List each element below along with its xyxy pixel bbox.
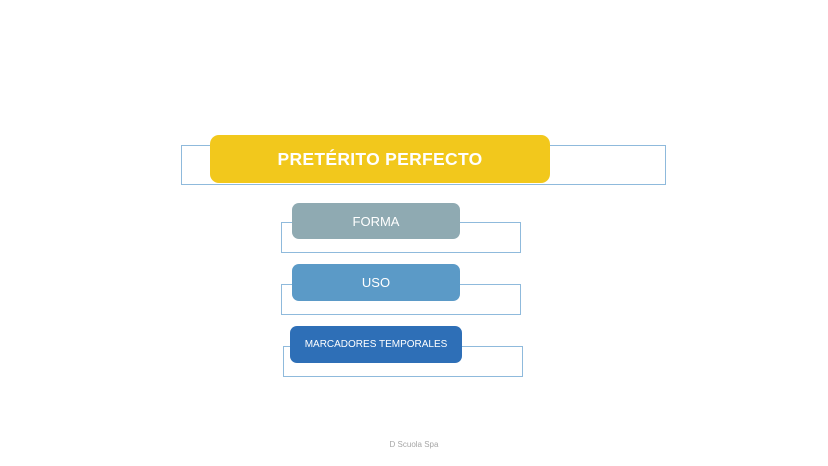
section-button-forma[interactable]: FORMA (292, 203, 460, 239)
section-label-forma: FORMA (352, 213, 400, 229)
section-label-uso: USO (361, 275, 391, 290)
title-label: PRETÉRITO PERFECTO (277, 148, 483, 169)
footer-text: D Scuola Spa (389, 440, 439, 449)
section-button-uso[interactable]: USO (292, 264, 460, 301)
section-button-marcadores[interactable]: MARCADORES TEMPORALES (290, 326, 462, 363)
section-label-marcadores: MARCADORES TEMPORALES (304, 339, 448, 350)
title-box[interactable]: PRETÉRITO PERFECTO (210, 135, 550, 183)
